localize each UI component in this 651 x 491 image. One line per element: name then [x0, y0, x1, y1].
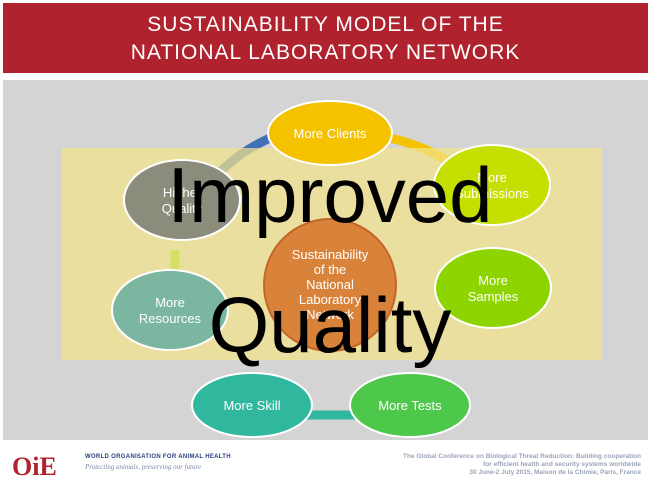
node-quality-label: Higher — [163, 185, 202, 200]
node-quality-ellipse — [123, 159, 241, 241]
node-skill-ellipse — [191, 372, 313, 438]
center-label-line: Laboratory — [299, 292, 362, 307]
node-submitters-ellipse — [433, 144, 551, 226]
slide-title: SUSTAINABILITY MODEL OF THE NATIONAL LAB… — [3, 11, 648, 67]
node-tests-ellipse — [349, 372, 471, 438]
node-tests-label: More Tests — [378, 398, 442, 413]
node-clients: More Clients — [267, 100, 393, 166]
conference-info: The Global Conference on Biological Thre… — [301, 453, 641, 477]
node-samples-label: More — [478, 273, 508, 288]
node-clients-label: More Clients — [294, 126, 367, 141]
center-label-line: Sustainability — [292, 247, 369, 262]
center-circle — [263, 218, 397, 352]
node-resources-label: Resources — [139, 311, 202, 326]
node-resources-label: More — [155, 295, 185, 310]
center-label-line: of the — [314, 262, 347, 277]
node-resources-ellipse — [111, 269, 229, 351]
node-skill: More Skill — [191, 372, 313, 438]
node-submitters-label: More — [477, 170, 507, 185]
node-samples-label: Samples — [468, 289, 519, 304]
svg-text:OiE: OiE — [12, 453, 57, 479]
node-samples-ellipse — [434, 247, 552, 329]
title-line-2: NATIONAL LABORATORY NETWORK — [130, 41, 521, 64]
footer — [0, 440, 651, 491]
node-skill-label: More Skill — [223, 398, 280, 413]
org-name: WORLD ORGANISATION FOR ANIMAL HEALTH — [85, 454, 231, 460]
center-label-line: Network — [306, 307, 354, 322]
conference-line-3: 30 June-2 July 2015, Maison de la Chimie… — [469, 469, 641, 476]
org-tagline: Protecting animals, preserving our futur… — [85, 463, 202, 471]
conference-line-1: The Global Conference on Biological Thre… — [403, 453, 641, 460]
conference-line-2: for efficient health and security system… — [483, 461, 641, 468]
node-quality-label: Quality — [162, 201, 203, 216]
title-bar: SUSTAINABILITY MODEL OF THE NATIONAL LAB… — [3, 3, 648, 73]
oie-logo-icon: OiE — [12, 453, 57, 479]
node-submitters-label: Submissions — [455, 186, 529, 201]
overlay-word-improved: Improved — [167, 151, 492, 239]
node-clients-ellipse — [267, 100, 393, 166]
node-tests: More Tests — [349, 372, 471, 438]
overlay-word-quality: Quality — [209, 281, 452, 369]
center-label-line: National — [306, 277, 354, 292]
title-line-1: SUSTAINABILITY MODEL OF THE — [147, 13, 504, 36]
